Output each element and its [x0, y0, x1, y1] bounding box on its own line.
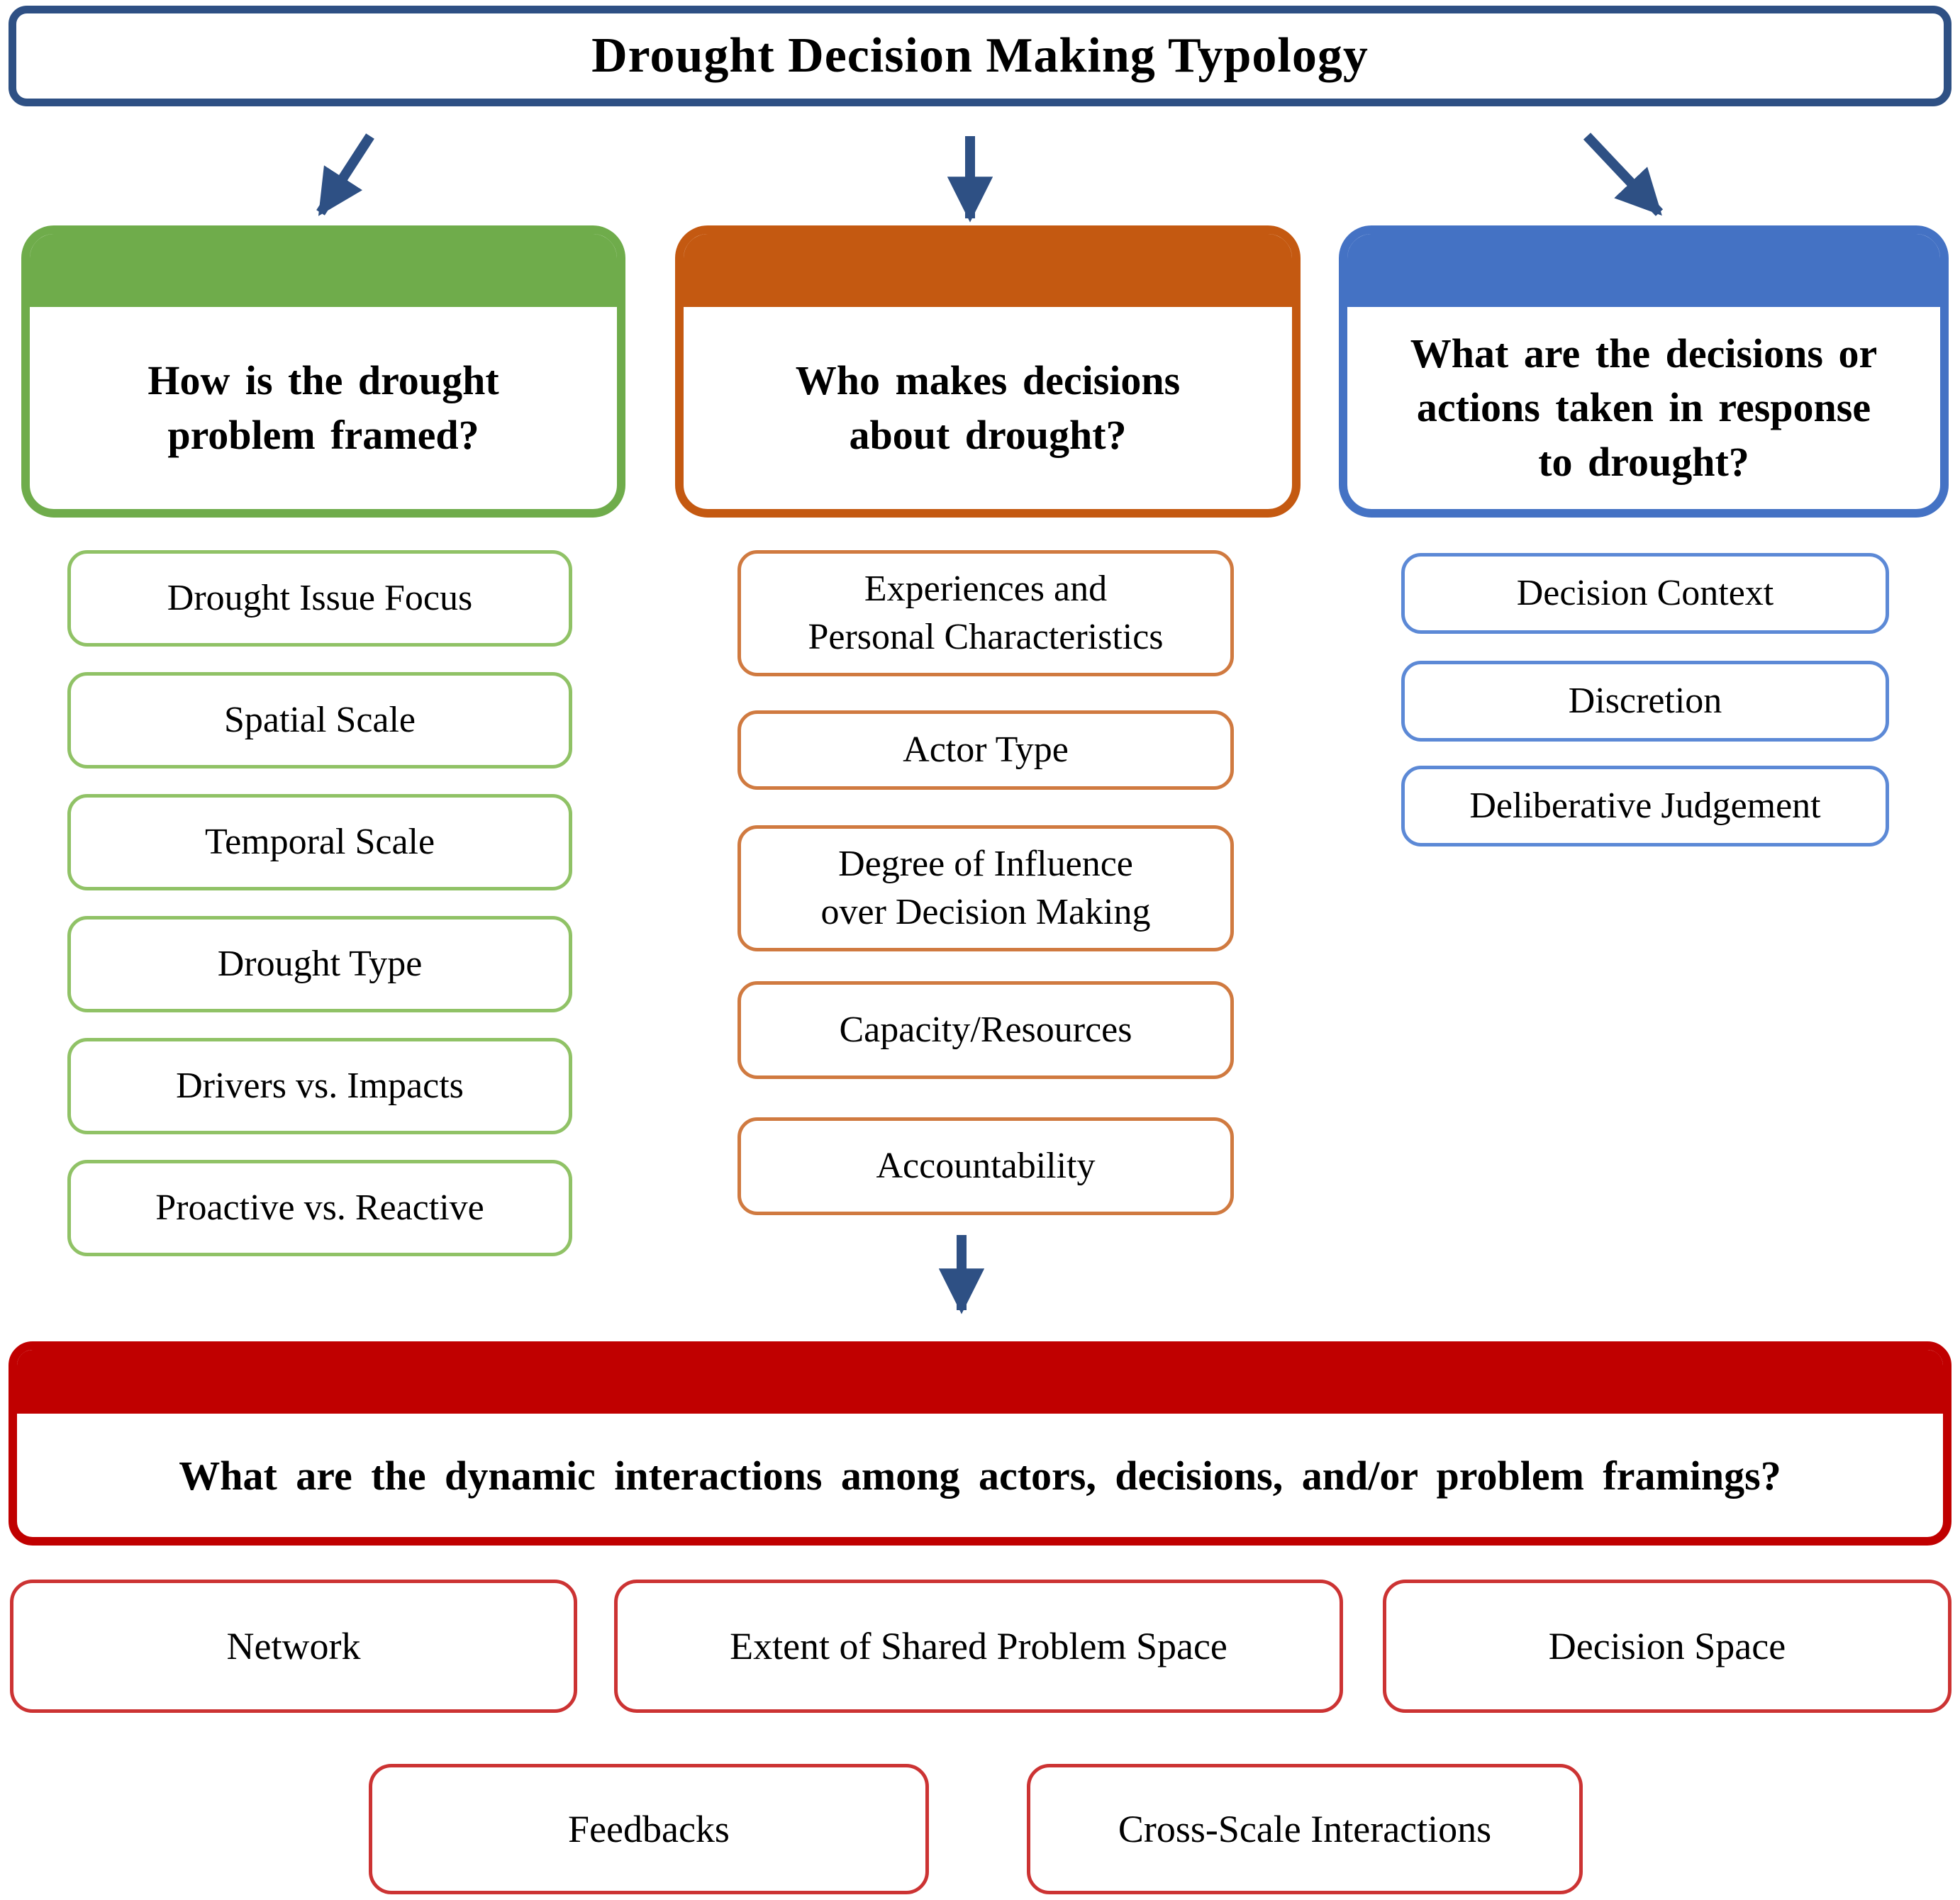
item-feedbacks: Feedbacks	[369, 1764, 929, 1894]
column-header-decisions: What are the decisions or actions taken …	[1339, 225, 1949, 518]
arrow-down-left-icon	[316, 133, 374, 216]
item-discretion: Discretion	[1401, 661, 1889, 742]
column-header-problem-framing: How is the drought problem framed?	[21, 225, 625, 518]
item-deliberative-judgement: Deliberative Judgement	[1401, 766, 1889, 846]
orange-header-band	[684, 234, 1292, 307]
red-header-band	[17, 1350, 1943, 1414]
item-capacity-resources: Capacity/Resources	[737, 981, 1234, 1079]
item-cross-scale-interactions: Cross-Scale Interactions	[1027, 1764, 1583, 1894]
item-shared-problem-space: Extent of Shared Problem Space	[614, 1580, 1343, 1713]
column-question-problem-framing: How is the drought problem framed?	[147, 357, 499, 458]
item-accountability: Accountability	[737, 1117, 1234, 1215]
interactions-header: What are the dynamic interactions among …	[9, 1341, 1951, 1546]
item-drought-issue-focus: Drought Issue Focus	[67, 550, 572, 647]
item-decision-space: Decision Space	[1383, 1580, 1951, 1713]
item-spatial-scale: Spatial Scale	[67, 672, 572, 769]
arrow-down-right-icon	[1583, 133, 1664, 216]
item-actor-type: Actor Type	[737, 710, 1234, 790]
item-network: Network	[10, 1580, 577, 1713]
column-question-decisions: What are the decisions or actions taken …	[1410, 330, 1878, 485]
column-question-actors: Who makes decisions about drought?	[795, 357, 1181, 458]
column-header-actors: Who makes decisions about drought?	[675, 225, 1301, 518]
title-box: Drought Decision Making Typology	[9, 6, 1951, 106]
item-decision-context: Decision Context	[1401, 553, 1889, 634]
item-proactive-vs-reactive: Proactive vs. Reactive	[67, 1160, 572, 1256]
item-temporal-scale: Temporal Scale	[67, 794, 572, 890]
item-drought-type: Drought Type	[67, 916, 572, 1012]
page-title: Drought Decision Making Typology	[591, 28, 1369, 83]
item-degree-of-influence: Degree of Influence over Decision Making	[737, 825, 1234, 951]
item-experiences-personal-characteristics: Experiences and Personal Characteristics	[737, 550, 1234, 676]
interactions-question: What are the dynamic interactions among …	[179, 1452, 1781, 1499]
item-drivers-vs-impacts: Drivers vs. Impacts	[67, 1038, 572, 1134]
green-header-band	[30, 234, 617, 307]
blue-header-band	[1347, 234, 1940, 307]
